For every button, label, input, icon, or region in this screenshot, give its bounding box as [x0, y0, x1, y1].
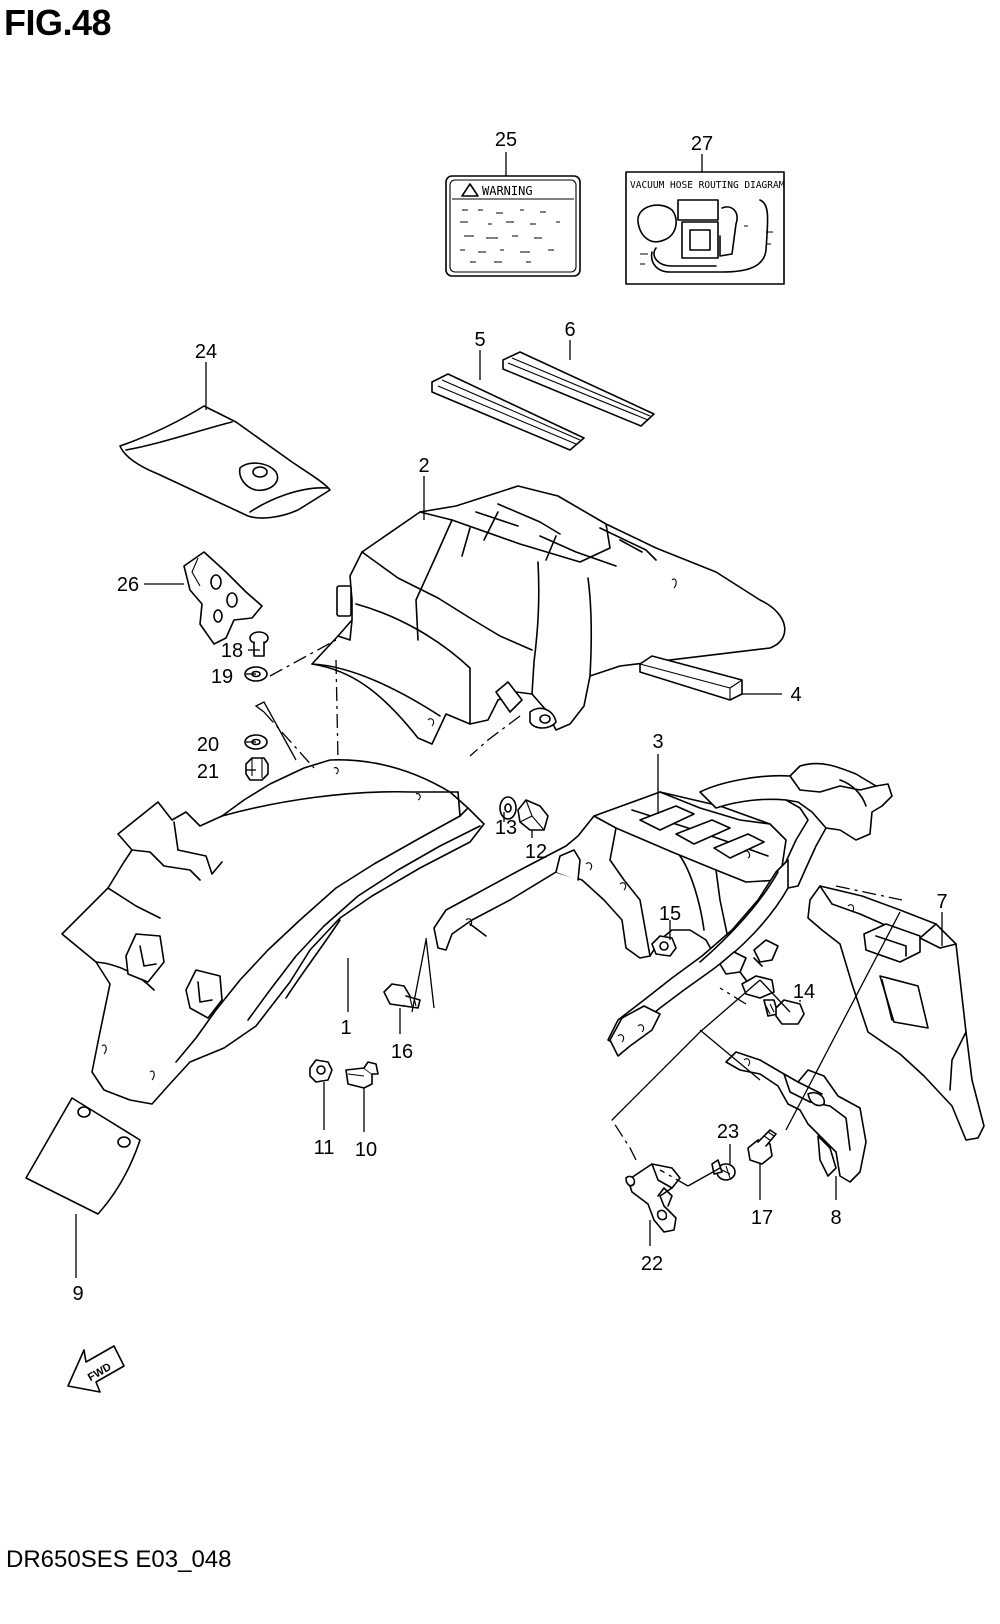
washer-13 [499, 796, 517, 820]
bracket-part [183, 551, 263, 645]
bolt-18 [249, 631, 269, 657]
part-label-23: 23 [717, 1121, 739, 1143]
part-label-9: 9 [72, 1283, 83, 1305]
part-label-18: 18 [221, 640, 243, 662]
warning-label-title: WARNING [482, 184, 533, 198]
part-label-2: 2 [418, 455, 429, 477]
tool-bag-part [119, 405, 331, 519]
lock-bracket-part [625, 1163, 681, 1233]
cushion-strip-part [639, 655, 743, 701]
part-label-17: 17 [751, 1207, 773, 1229]
bolt-16 [383, 983, 421, 1009]
part-label-26: 26 [117, 574, 139, 596]
bolt-12 [517, 799, 549, 831]
part-label-19: 19 [211, 666, 233, 688]
part-label-14: 14 [793, 981, 815, 1003]
part-label-8: 8 [830, 1207, 841, 1229]
part-label-25: 25 [495, 129, 517, 151]
part-label-10: 10 [355, 1139, 377, 1161]
bolt-14 [763, 999, 805, 1025]
part-label-12: 12 [525, 841, 547, 863]
part-label-20: 20 [197, 734, 219, 756]
seat-tail-cover-part [311, 485, 786, 745]
part-number-labels: 25 27 6 5 24 2 26 18 19 4 3 20 21 13 12 … [72, 129, 947, 1305]
part-label-3: 3 [652, 731, 663, 753]
part-label-1: 1 [340, 1017, 351, 1039]
reflector-plate-part [25, 1097, 141, 1215]
vacuum-label-title: VACUUM HOSE ROUTING DIAGRAM [630, 180, 785, 191]
part-label-7: 7 [936, 891, 947, 913]
cushion-strip-b-part [502, 351, 655, 427]
nut-21 [245, 757, 269, 781]
rear-fender-part [61, 759, 485, 1105]
fwd-arrow-icon: FWD [67, 1345, 125, 1393]
part-label-15: 15 [659, 903, 681, 925]
bolt-10 [345, 1061, 379, 1089]
part-label-11: 11 [314, 1137, 335, 1159]
rear-frame-carrier-part [433, 762, 893, 1057]
warning-label-part: WARNING [445, 175, 581, 277]
part-label-22: 22 [641, 1253, 663, 1275]
cushion-strip-a-part [431, 373, 585, 451]
assembly-guide-lines [254, 639, 903, 1187]
figure-code: DR650SES E03_048 [6, 1546, 232, 1573]
part-label-4: 4 [790, 684, 801, 706]
figure-title: FIG.48 [4, 2, 112, 43]
license-plate-holder-part [807, 885, 985, 1141]
nut-11 [309, 1059, 333, 1083]
plate-bracket-part [725, 1051, 867, 1183]
part-label-24: 24 [195, 341, 217, 363]
part-label-5: 5 [474, 329, 485, 351]
part-label-16: 16 [391, 1041, 413, 1063]
part-label-27: 27 [691, 133, 713, 155]
part-label-21: 21 [197, 761, 219, 783]
nut-15 [651, 935, 677, 957]
leader-lines [75, 152, 943, 1278]
part-label-6: 6 [564, 319, 575, 341]
vacuum-hose-label-part: VACUUM HOSE ROUTING DIAGRAM [625, 171, 785, 285]
part-label-13: 13 [495, 817, 517, 839]
screw-17 [747, 1129, 777, 1165]
